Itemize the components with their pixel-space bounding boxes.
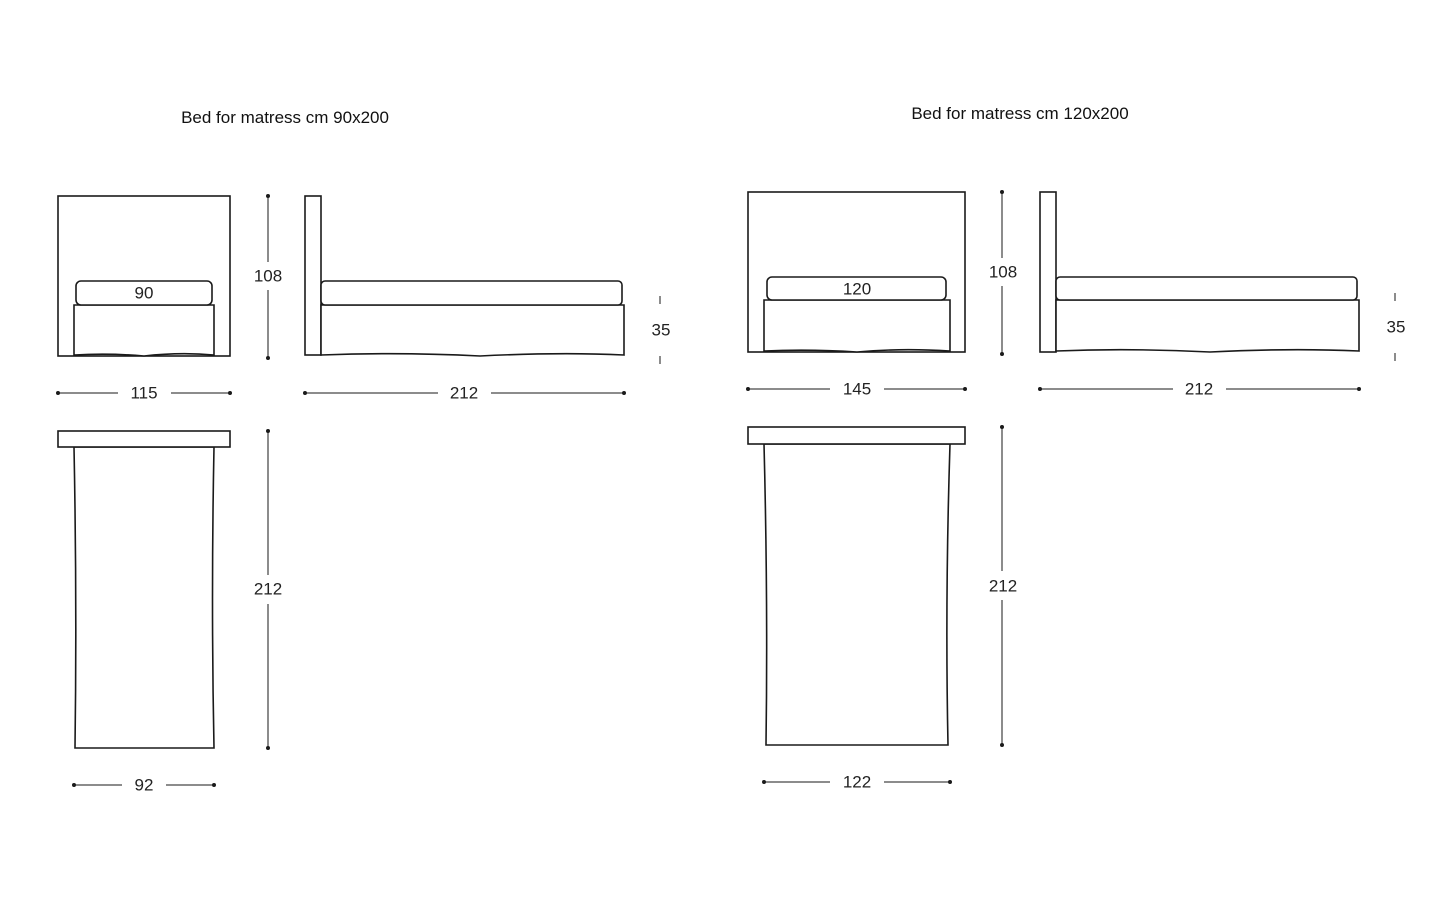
- top-width-label: 92: [135, 775, 154, 794]
- mattress-width-label: 90: [135, 283, 154, 302]
- height-dimension: 108: [989, 190, 1017, 356]
- side-view: [304, 195, 625, 357]
- front-width-dimension: 115: [56, 383, 232, 402]
- side-length-dimension: 212: [1038, 379, 1361, 398]
- top-width-dimension: 122: [762, 772, 952, 791]
- base-height-label: 35: [652, 320, 671, 339]
- height-label: 108: [254, 266, 282, 285]
- top-view: [57, 430, 231, 749]
- front-view: 90: [57, 195, 231, 357]
- front-view: 120: [747, 191, 966, 353]
- top-width-label: 122: [843, 772, 871, 791]
- front-width-label: 115: [130, 383, 157, 402]
- top-view: [747, 426, 966, 746]
- side-length-dimension: 212: [303, 383, 626, 402]
- top-length-dimension: 212: [989, 425, 1017, 747]
- bed-title: Bed for matress cm 90x200: [181, 108, 389, 127]
- side-length-label: 212: [1185, 379, 1213, 398]
- base-height-dimension: 35: [652, 296, 671, 364]
- height-label: 108: [989, 262, 1017, 281]
- height-dimension: 108: [254, 194, 282, 360]
- base-height-label: 35: [1387, 317, 1406, 336]
- bed-90x200: Bed for matress cm 90x200 90 108 35 115: [56, 108, 670, 794]
- top-length-label: 212: [989, 576, 1017, 595]
- mattress-width-label: 120: [843, 279, 871, 298]
- side-view: [1039, 191, 1360, 353]
- top-width-dimension: 92: [72, 775, 216, 794]
- front-width-label: 145: [843, 379, 871, 398]
- top-length-label: 212: [254, 579, 282, 598]
- front-width-dimension: 145: [746, 379, 967, 398]
- side-length-label: 212: [450, 383, 478, 402]
- top-length-dimension: 212: [254, 429, 282, 750]
- bed-title: Bed for matress cm 120x200: [911, 104, 1128, 123]
- bed-120x200: Bed for matress cm 120x200 120 108 35 14…: [746, 104, 1405, 791]
- base-height-dimension: 35: [1387, 293, 1406, 361]
